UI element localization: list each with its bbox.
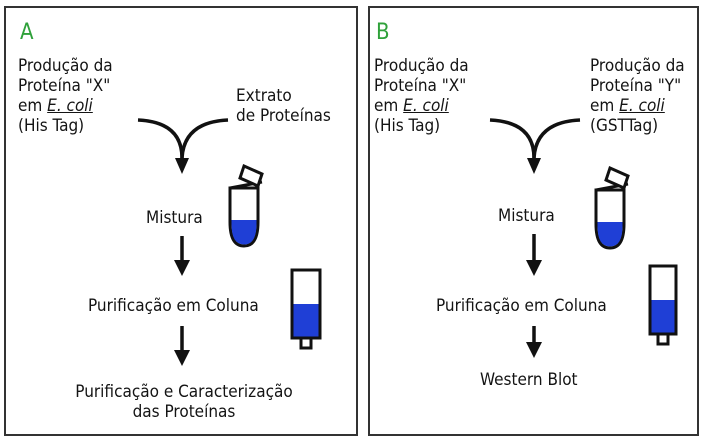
- panel-a-graphics: [137, 118, 322, 366]
- panel-a-source-x-label: Produção da Proteína "X" em E. coli (His…: [18, 56, 113, 136]
- panel-b-result-label: Western Blot: [480, 370, 578, 390]
- panel-b: B Produção da Proteína "X" em E. coli (H…: [368, 6, 699, 436]
- down-arrow-icon: [526, 234, 542, 276]
- panel-a-letter: A: [20, 20, 34, 45]
- merge-arrow-icon: [137, 118, 229, 174]
- down-arrow-icon: [526, 326, 542, 358]
- down-arrow-icon: [174, 326, 190, 366]
- panel-a-mix-label: Mistura: [146, 208, 203, 228]
- panel-b-source-x-label: Produção da Proteína "X" em E. coli (His…: [374, 56, 469, 136]
- panel-a-column-label: Purificação em Coluna: [88, 296, 259, 316]
- purification-column-icon: [290, 268, 322, 350]
- merge-arrow-icon: [489, 118, 581, 174]
- panel-b-graphics: [489, 118, 678, 358]
- down-arrow-icon: [174, 236, 190, 276]
- panel-a-extract-label: Extrato de Proteínas: [236, 86, 331, 126]
- microtube-icon: [228, 163, 264, 248]
- panel-a: A Produção da Proteína "X" em E. coli (H…: [4, 6, 358, 436]
- panel-a-result-label: Purificação e Caracterização das Proteín…: [75, 382, 293, 422]
- panel-b-letter: B: [376, 20, 390, 45]
- microtube-icon: [594, 165, 630, 250]
- purification-column-icon: [648, 264, 678, 346]
- panel-b-source-y-label: Produção da Proteína "Y" em E. coli (GST…: [590, 56, 685, 136]
- panel-b-mix-label: Mistura: [498, 206, 555, 226]
- panel-b-column-label: Purificação em Coluna: [436, 296, 607, 316]
